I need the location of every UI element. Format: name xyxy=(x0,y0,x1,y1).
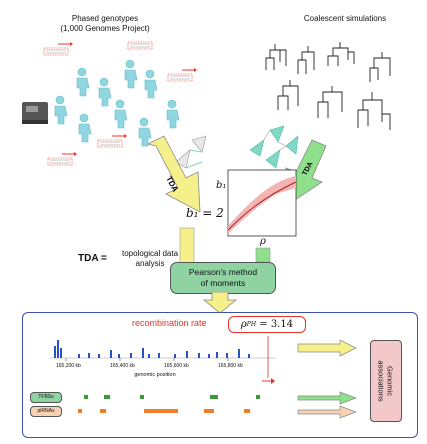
genomic-position-label: genomic position xyxy=(134,372,176,378)
plot-connectors xyxy=(179,227,271,265)
tfbs-track-label: TFBSs xyxy=(30,392,62,403)
plot-rho-axis-label: ρ xyxy=(260,236,266,247)
position-marker-arrow xyxy=(262,378,275,384)
person-icons xyxy=(54,59,180,147)
tda-definition-key: TDA = xyxy=(78,253,107,264)
simplicial-complex-right xyxy=(249,125,299,169)
pirna-track-label: piRNAs xyxy=(30,406,62,417)
genomic-associations-box: Genomic associations xyxy=(370,340,402,422)
tda-definition-text: topological data analysis xyxy=(121,249,179,268)
phased-genotypes-title: Phased genotypes (1,000 Genomes Project) xyxy=(60,14,150,33)
simplicial-complex-middle xyxy=(175,135,207,169)
tick-label-3: 165,600 kb xyxy=(164,363,189,369)
tick-label-4: 165,800 kb xyxy=(218,363,243,369)
recombination-peaks xyxy=(54,340,250,358)
pearson-method-box: Pearson's method of moments xyxy=(170,262,276,294)
down-arrow xyxy=(202,292,238,314)
pirna-track xyxy=(78,409,250,413)
recombination-track xyxy=(50,336,276,378)
genomic-associations-label: Genomic associations xyxy=(377,360,395,402)
coalescent-trees xyxy=(265,42,391,130)
sequencer-icon xyxy=(22,102,48,124)
recombination-rate-label: recombination rate xyxy=(132,318,207,328)
b1-equation: b₁ = 2 xyxy=(186,206,224,220)
association-arrows xyxy=(297,340,357,419)
coalescent-title: Coalescent simulations xyxy=(303,14,387,23)
tick-label-2: 165,400 kb xyxy=(110,363,135,369)
plot-b1-axis-label: b₁ xyxy=(216,180,227,191)
genotype-snippets xyxy=(43,41,197,166)
tick-label-1: 165,200 kb xyxy=(56,363,81,369)
tfbs-track xyxy=(84,395,260,399)
results-frame xyxy=(22,312,418,438)
tda-arrow-yellow: TDA xyxy=(146,135,201,213)
rho-symbol: ρ xyxy=(240,319,247,330)
b1-rho-plot xyxy=(227,169,297,237)
pearson-method-label: Pearson's method of moments xyxy=(188,267,258,288)
rho-value: = 3.14 xyxy=(259,319,294,330)
rho-subscript: PH xyxy=(246,321,257,328)
population-illustration xyxy=(22,41,197,166)
